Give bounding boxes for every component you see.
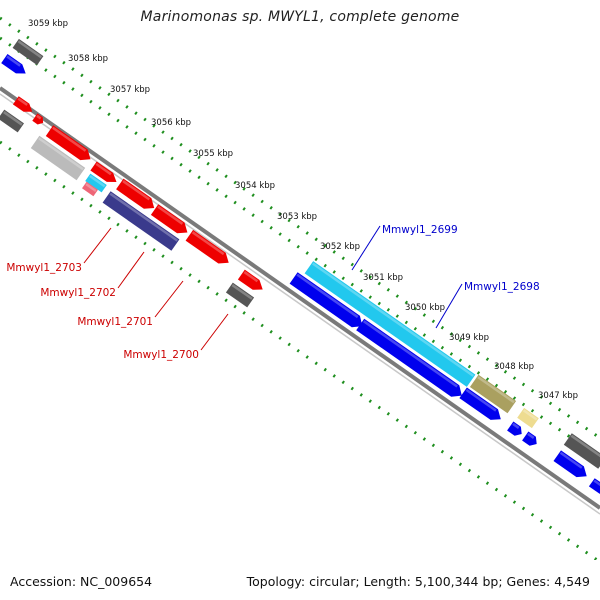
scale-labels: 3059 kbp 3058 kbp 3057 kbp 3056 kbp 3055 kbp… — [28, 19, 578, 401]
scale-label: 3057 kbp — [110, 85, 150, 95]
gene-label-leader — [154, 280, 184, 318]
scale-label: 3050 kbp — [405, 303, 445, 313]
feature-blue-4 — [507, 421, 522, 436]
scale-label: 3058 kbp — [68, 54, 108, 64]
scale-label: 3054 kbp — [235, 181, 275, 191]
scale-label: 3049 kbp — [449, 333, 489, 343]
gene-label: Mmwyl1_2698 — [464, 281, 540, 293]
feature-lightgrey — [30, 135, 86, 181]
gene-label-leader — [200, 313, 229, 351]
feature-cyan-small — [85, 173, 107, 193]
accession-text: Accession: NC_009654 — [10, 574, 153, 589]
feature-blue-2 — [356, 318, 462, 397]
label-leaders — [83, 225, 463, 351]
scale-label: 3055 kbp — [193, 149, 233, 159]
feature-pink-small — [82, 181, 98, 197]
feature-olive — [469, 374, 517, 414]
gene-label-leader — [83, 227, 112, 264]
feature-blue-5 — [522, 431, 537, 446]
gene-label-leader — [435, 283, 463, 329]
feature-grey-mid — [225, 282, 255, 308]
gene-label: Mmwyl1_2702 — [40, 287, 116, 299]
feature-wheat — [517, 407, 539, 429]
feature-blue-right-b — [588, 478, 600, 494]
tick-marks — [0, 16, 600, 560]
tick-dots-inner — [0, 36, 600, 460]
feature-blue-3 — [459, 387, 501, 420]
tick-dots-upper — [0, 16, 600, 440]
feature-blue-top — [1, 54, 26, 74]
feature-red-small-a — [12, 96, 33, 112]
feature-red-4 — [150, 204, 188, 234]
feature-red-5 — [185, 229, 229, 264]
feature-red-1 — [45, 125, 91, 161]
feature-red-6 — [237, 269, 263, 290]
gene-label-leader — [351, 225, 381, 271]
gene-label: Mmwyl1_2703 — [6, 262, 82, 274]
feature-red-small-b — [32, 113, 44, 125]
scale-label: 3056 kbp — [151, 118, 191, 128]
tick-dots-lower — [0, 140, 600, 560]
feature-grey-top — [12, 38, 44, 66]
backbone — [0, 86, 600, 515]
feature-navy — [102, 191, 180, 251]
gene-label: Mmwyl1_2700 — [123, 349, 199, 361]
scale-label: 3052 kbp — [320, 242, 360, 252]
backbone-line-shadow — [0, 93, 600, 515]
feature-blue-right-a — [553, 450, 587, 478]
map-title: Marinomonas sp. MWYL1, complete genome — [140, 9, 460, 25]
gene-label-leader — [117, 251, 145, 289]
feature-red-2 — [90, 161, 117, 182]
gene-label: Mmwyl1_2701 — [77, 316, 153, 328]
scale-label: 3047 kbp — [538, 391, 578, 401]
feature-red-3 — [116, 178, 155, 209]
gene-label: Mmwyl1_2699 — [382, 224, 458, 236]
scale-label: 3048 kbp — [494, 362, 534, 372]
feature-grey-right — [563, 433, 600, 469]
genome-map: 3059 kbp 3058 kbp 3057 kbp 3056 kbp 3055 kbp… — [0, 16, 600, 560]
scale-label: 3059 kbp — [28, 19, 68, 29]
feature-track — [0, 38, 600, 494]
scale-label: 3051 kbp — [363, 273, 403, 283]
feature-cyan-long — [304, 261, 476, 387]
feature-blue-long — [289, 272, 363, 328]
feature-grey-left — [0, 109, 24, 133]
scale-label: 3053 kbp — [277, 212, 317, 222]
genome-summary-text: Topology: circular; Length: 5,100,344 bp… — [246, 574, 590, 589]
backbone-line-upper — [0, 86, 600, 510]
